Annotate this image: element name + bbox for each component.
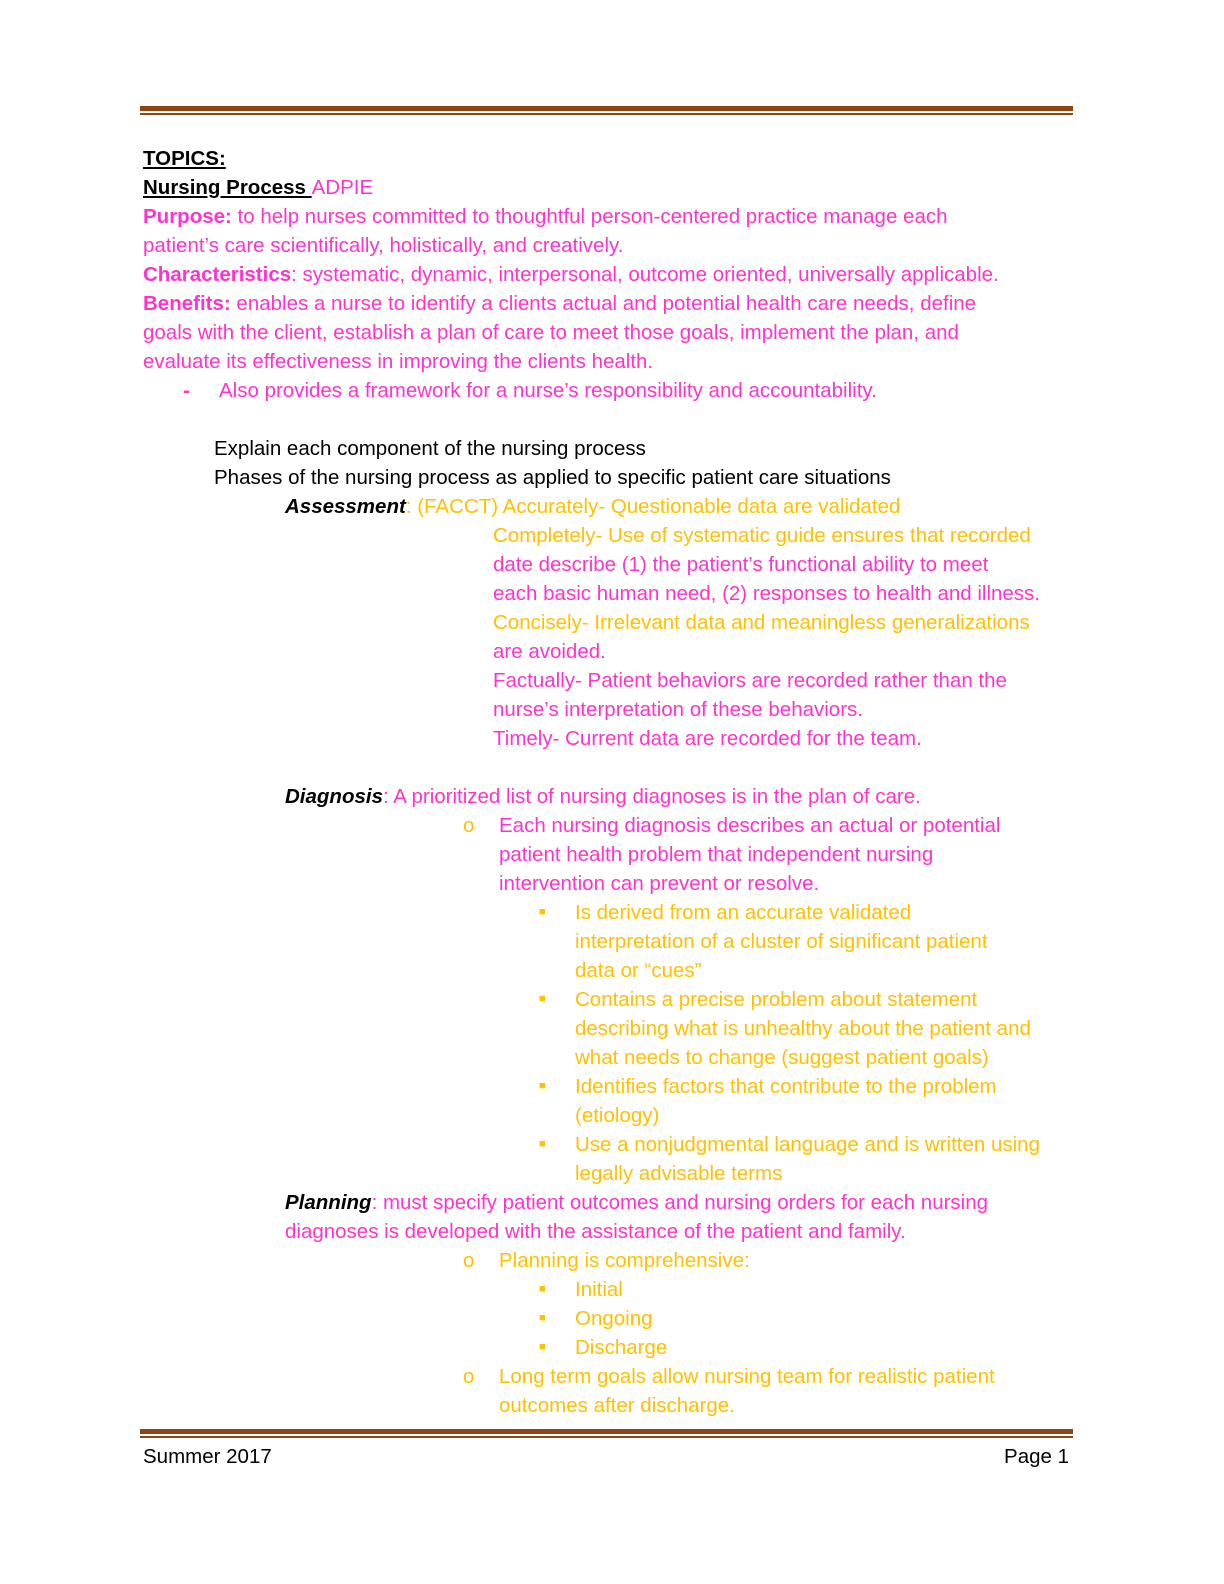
diagnosis-square-item-3-cont-1: (etiology) — [575, 1104, 660, 1127]
planning-line-1: Planning: must specify patient outcomes … — [285, 1191, 989, 1214]
assessment-line-8: nurse’s interpretation of these behavior… — [493, 698, 863, 721]
planning-circle-item-2-cont: outcomes after discharge. — [499, 1394, 735, 1417]
diagnosis-circle-cont-2: intervention can prevent or resolve. — [499, 872, 820, 895]
assessment-label: Assessment — [285, 495, 406, 518]
diagnosis-square-item-1-cont-1: interpretation of a cluster of significa… — [575, 930, 988, 953]
diagnosis-square-item-2-cont-2: what needs to change (suggest patient go… — [575, 1046, 989, 1069]
assessment-line-3: date describe (1) the patient’s function… — [493, 553, 989, 576]
square-bullet: ■ — [539, 1312, 546, 1324]
assessment-line-9: Timely- Current data are recorded for th… — [493, 727, 922, 750]
purpose-line-2: patient’s care scientifically, holistica… — [143, 234, 624, 257]
assessment-line-4: each basic human need, (2) responses to … — [493, 582, 1041, 605]
characteristics-label: Characteristics — [143, 263, 292, 286]
planning-square-ongoing: ■Ongoing — [143, 1304, 1073, 1333]
nursing-process-label: Nursing Process — [143, 176, 312, 199]
square-bullet: ■ — [539, 906, 546, 918]
explain-line: Explain each component of the nursing pr… — [214, 437, 646, 460]
dash-bullet: - — [183, 379, 190, 402]
nursing-process-heading: Nursing Process ADPIE — [143, 173, 1073, 202]
diagnosis-square-item-2: ■Contains a precise problem about statem… — [143, 985, 1073, 1014]
benefits-dash-item: -Also provides a framework for a nurse’s… — [143, 376, 1073, 405]
facct-label: (FACCT) — [411, 495, 499, 518]
circle-bullet: o — [463, 1365, 475, 1388]
diagnosis-square-item-4: ■Use a nonjudgmental language and is wri… — [143, 1130, 1073, 1159]
adpie-label: ADPIE — [311, 176, 374, 199]
assessment-line-6: are avoided. — [493, 640, 606, 663]
square-bullet: ■ — [539, 1080, 546, 1092]
page-footer: Summer 2017 Page 1 — [143, 1442, 1069, 1471]
planning-square-discharge: ■Discharge — [143, 1333, 1073, 1362]
footer-rule — [140, 1429, 1073, 1438]
square-bullet: ■ — [539, 1138, 546, 1150]
diagnosis-square-item-3: ■Identifies factors that contribute to t… — [143, 1072, 1073, 1101]
document-body: TOPICS: Nursing Process ADPIE Purpose: t… — [143, 144, 1073, 1420]
assessment-line-7: Factually- Patient behaviors are recorde… — [493, 669, 1007, 692]
characteristics-line: Characteristics: systematic, dynamic, in… — [143, 263, 999, 286]
circle-bullet: o — [463, 814, 475, 837]
diagnosis-square-item-4-cont-1: legally advisable terms — [575, 1162, 783, 1185]
purpose-label: Purpose: — [143, 205, 232, 228]
footer-date: Summer 2017 — [143, 1445, 272, 1468]
planning-square-initial: ■Initial — [143, 1275, 1073, 1304]
circle-bullet: o — [463, 1249, 475, 1272]
diagnosis-line: Diagnosis: A prioritized list of nursing… — [285, 785, 921, 808]
assessment-line-2: Completely- Use of systematic guide ensu… — [493, 524, 1031, 547]
planning-line-2: diagnoses is developed with the assistan… — [285, 1220, 906, 1243]
page-number: Page 1 — [1004, 1445, 1069, 1468]
assessment-line-1: Assessment: (FACCT) Accurately- Question… — [285, 495, 901, 518]
planning-label: Planning — [285, 1191, 372, 1214]
diagnosis-label: Diagnosis — [285, 785, 383, 808]
diagnosis-square-item-1-cont-2: data or “cues” — [575, 959, 702, 982]
square-bullet: ■ — [539, 1283, 546, 1295]
benefits-label: Benefits: — [143, 292, 231, 315]
square-bullet: ■ — [539, 993, 546, 1005]
benefits-line-2: goals with the client, establish a plan … — [143, 321, 959, 344]
purpose-line-1: Purpose: to help nurses committed to tho… — [143, 205, 948, 228]
topics-heading: TOPICS: — [143, 147, 226, 170]
diagnosis-square-item-1: ■Is derived from an accurate validated — [143, 898, 1073, 927]
assessment-line-5: Concisely- Irrelevant data and meaningle… — [493, 611, 1030, 634]
diagnosis-square-item-2-cont-1: describing what is unhealthy about the p… — [575, 1017, 1031, 1040]
phases-line: Phases of the nursing process as applied… — [214, 466, 891, 489]
diagnosis-circle-cont-1: patient health problem that independent … — [499, 843, 934, 866]
benefits-line-3: evaluate its effectiveness in improving … — [143, 350, 654, 373]
benefits-line-1: Benefits: enables a nurse to identify a … — [143, 292, 977, 315]
square-bullet: ■ — [539, 1341, 546, 1353]
header-rule — [140, 106, 1073, 115]
